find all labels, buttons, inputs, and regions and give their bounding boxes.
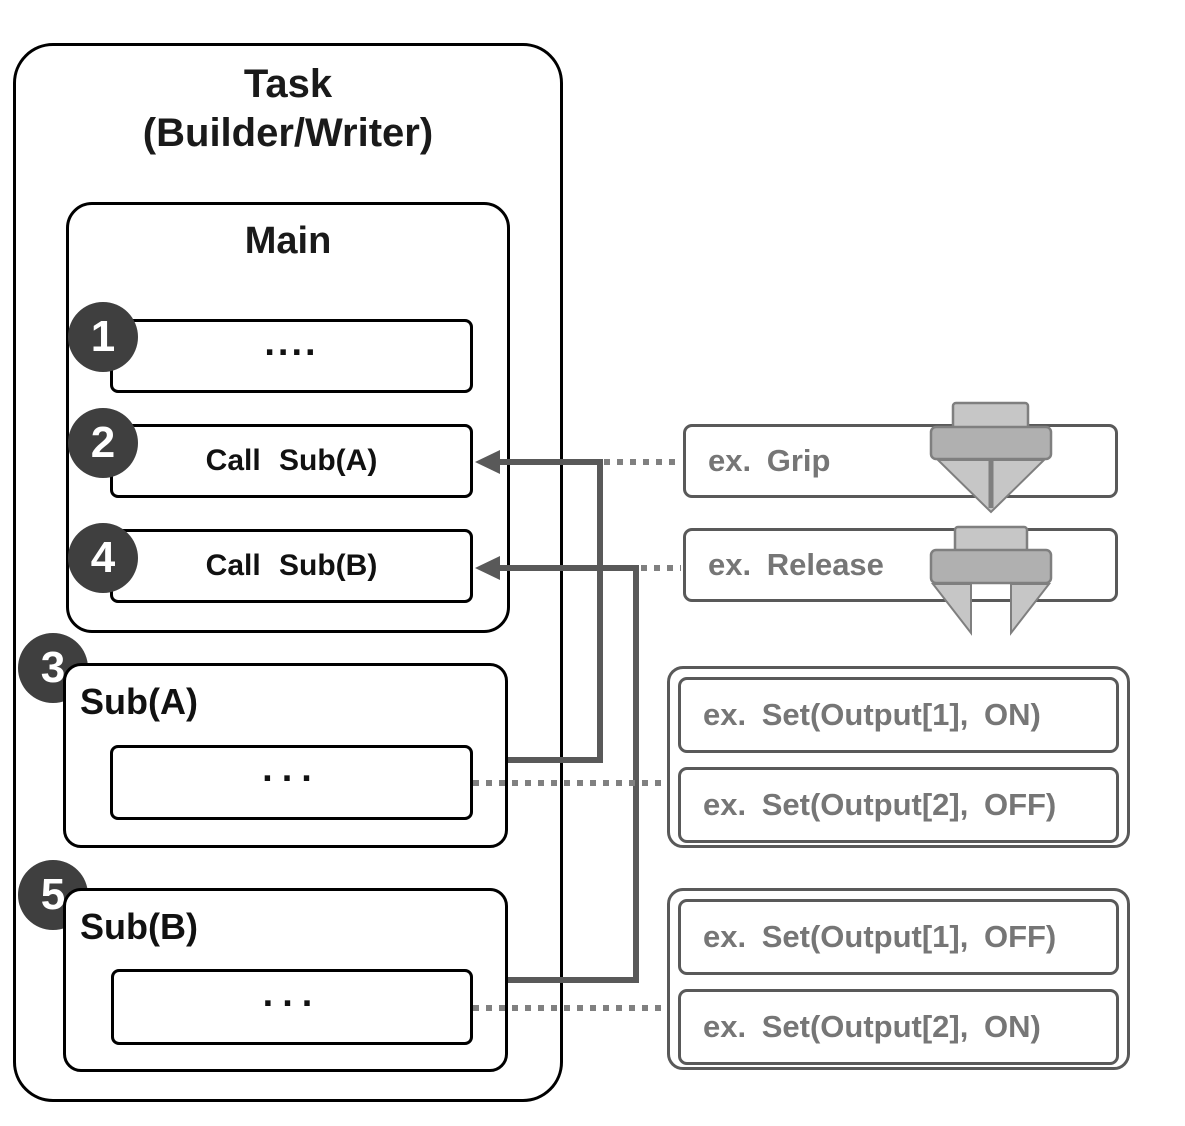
task-title: Task (Builder/Writer) [43,60,533,158]
main-step-2-box: Call Sub(A) [110,424,473,498]
sub-b-body-box: ... [111,969,473,1045]
step-number-badge-2: 2 [68,408,138,478]
sub-a-body-dots: ... [262,748,321,791]
sub-a-label: Sub(A) [80,681,198,722]
example-sub-b-item-1-label: ex. Set(Output[1], OFF) [703,919,1057,954]
example-sub-b-item-1: ex. Set(Output[1], OFF) [678,899,1119,975]
step-number-badge-1: 1 [68,302,138,372]
example-sub-a-item-1-label: ex. Set(Output[1], ON) [703,697,1041,732]
example-sub-b-item-2-label: ex. Set(Output[2], ON) [703,1009,1041,1044]
task-title-line1: Task [243,62,333,106]
example-release-box: ex. Release [683,528,1118,602]
main-step-3-label: Call Sub(B) [205,549,378,582]
step-number-badge-4: 4 [68,523,138,593]
main-label: Main [244,220,332,262]
example-sub-a-item-2-label: ex. Set(Output[2], OFF) [703,787,1057,822]
example-grip-box: ex. Grip [683,424,1118,498]
example-grip-label: ex. Grip [708,443,831,478]
sub-a-body-box: ... [110,745,473,820]
main-step-1-label: .... [264,321,319,364]
main-step-2-label: Call Sub(A) [205,444,378,477]
example-release-label: ex. Release [708,547,884,582]
example-sub-a-item-1: ex. Set(Output[1], ON) [678,677,1119,753]
sub-b-body-dots: ... [262,972,322,1015]
example-sub-a-item-2: ex. Set(Output[2], OFF) [678,767,1119,843]
task-title-line2: (Builder/Writer) [142,110,434,155]
main-step-1-box: .... [110,319,473,393]
main-step-3-box: Call Sub(B) [110,529,473,603]
sub-b-label: Sub(B) [80,906,198,947]
example-sub-b-item-2: ex. Set(Output[2], ON) [678,989,1119,1065]
